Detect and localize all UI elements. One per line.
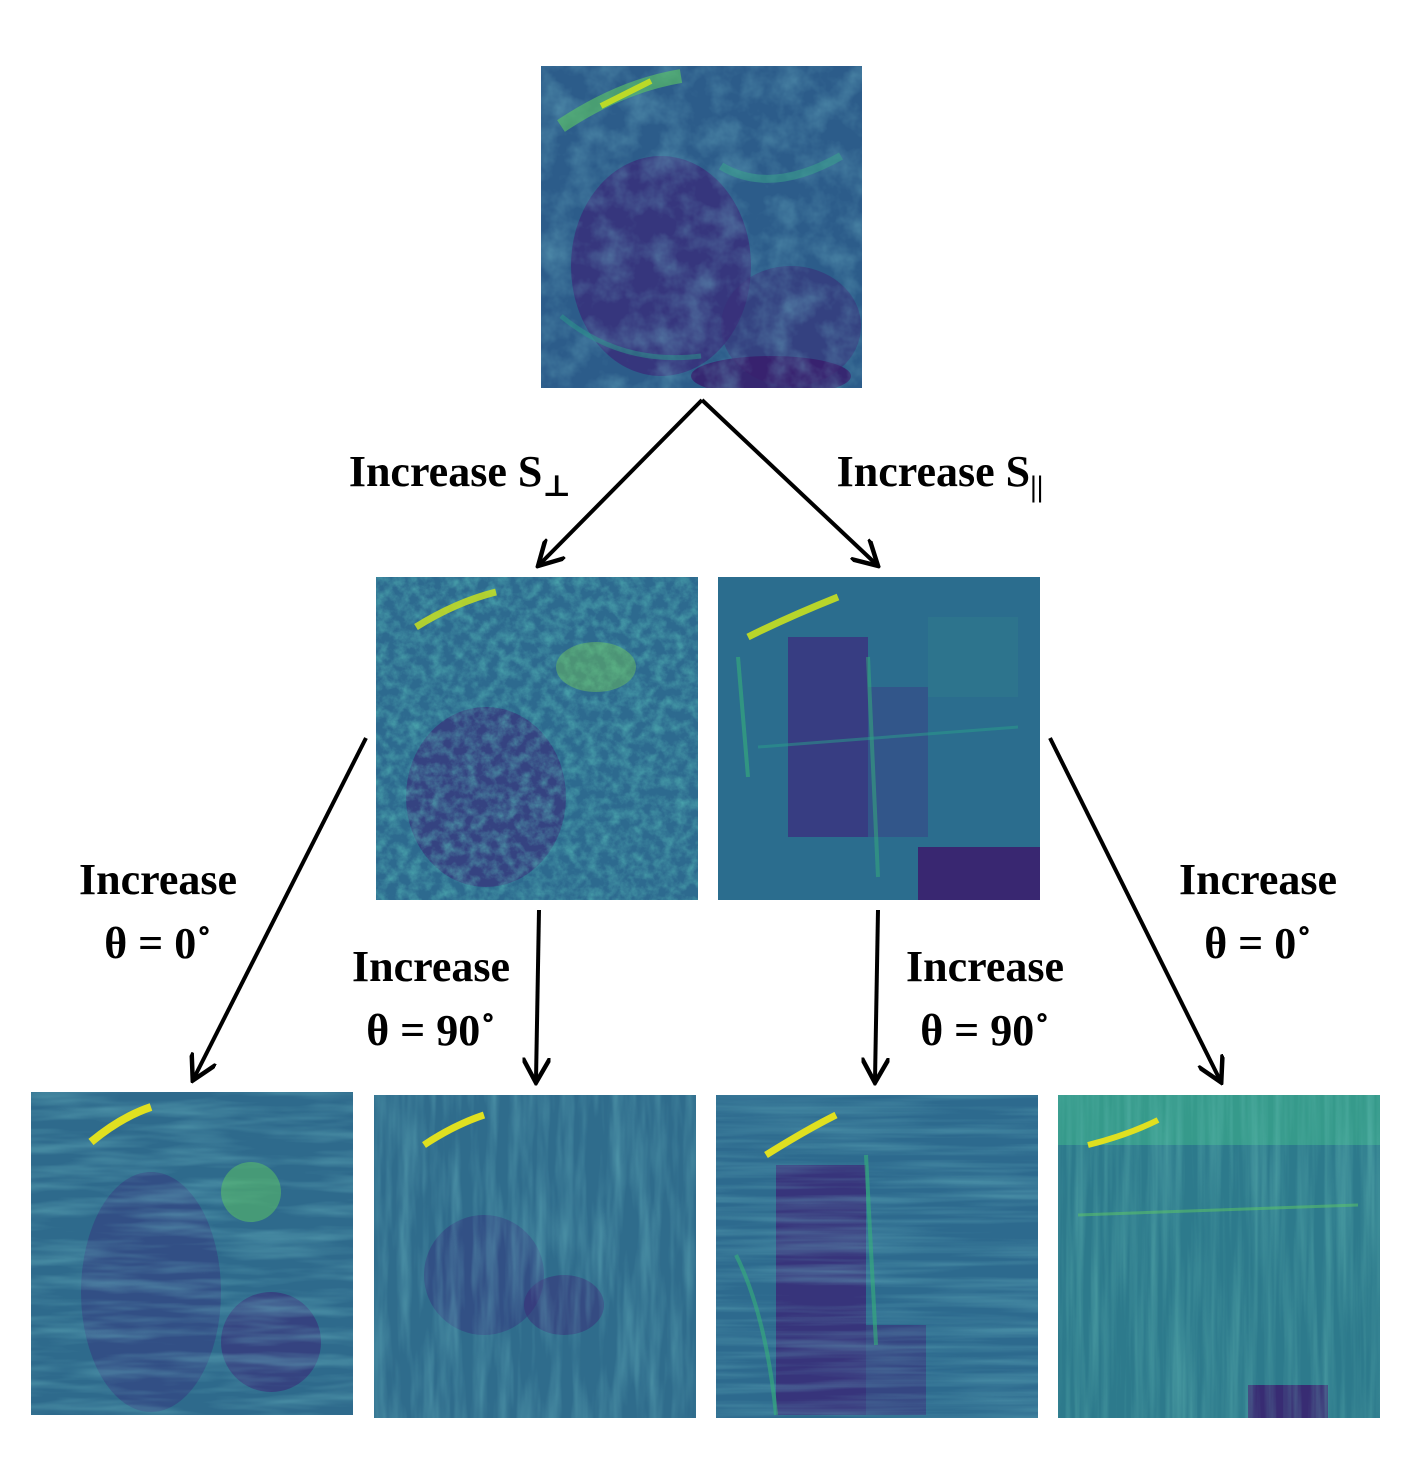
label-left-theta0: Increase θ = 0∘ [58, 848, 258, 976]
s-perp-map-image [376, 577, 698, 900]
label-increase-s-par: Increase S|| [820, 440, 1060, 504]
arrow-to-s-par-theta90 [875, 909, 878, 1080]
label-increase-s-perp-sub: ⊥ [542, 470, 572, 503]
original-map [541, 66, 862, 388]
arrow-to-s-perp-theta0 [194, 737, 368, 1078]
s-perp-theta0-map [31, 1092, 353, 1415]
label-right-theta0-line2-wrap: θ = 0∘ [1158, 912, 1358, 976]
arrow-to-s-perp [540, 398, 704, 564]
label-increase-s-perp-word: Increase S [348, 447, 543, 496]
s-par-theta0-map-image [1058, 1095, 1380, 1418]
s-par-theta0-map [1058, 1095, 1380, 1418]
s-perp-theta90-map-image [374, 1095, 696, 1418]
label-right-theta90-sup: ∘ [1034, 1001, 1050, 1034]
label-increase-s-par-sub: || [1030, 470, 1044, 503]
label-right-theta90-line2-wrap: θ = 90∘ [885, 999, 1085, 1063]
label-right-theta90-line2: θ = 90 [920, 1006, 1035, 1055]
original-map-image [541, 66, 862, 388]
label-right-theta0-line1: Increase [1178, 855, 1338, 904]
s-perp-map [376, 577, 698, 900]
arrow-to-s-par [700, 398, 876, 564]
label-right-theta0-sup: ∘ [1296, 914, 1312, 947]
s-perp-theta0-map-image [31, 1092, 353, 1415]
label-left-theta90-line2: θ = 90 [366, 1006, 481, 1055]
s-par-theta90-map [716, 1095, 1038, 1418]
label-left-theta0-line2: θ = 0 [104, 919, 197, 968]
label-left-theta0-line2-wrap: θ = 0∘ [58, 912, 258, 976]
arrow-to-s-perp-theta90 [536, 909, 539, 1080]
s-par-map [718, 577, 1040, 900]
label-increase-s-perp: Increase S⊥ [340, 440, 580, 504]
arrow-to-s-par-theta0 [1048, 737, 1220, 1080]
label-right-theta90-line1: Increase [905, 942, 1065, 991]
s-par-map-image [718, 577, 1040, 900]
label-right-theta0: Increase θ = 0∘ [1158, 848, 1358, 976]
label-left-theta90: Increase θ = 90∘ [331, 935, 531, 1063]
label-increase-s-par-word: Increase S [836, 447, 1031, 496]
s-perp-theta90-map [374, 1095, 696, 1418]
label-right-theta0-line2: θ = 0 [1204, 919, 1297, 968]
label-left-theta0-line1: Increase [78, 855, 238, 904]
label-left-theta0-sup: ∘ [196, 914, 212, 947]
label-left-theta90-sup: ∘ [480, 1001, 496, 1034]
label-left-theta90-line2-wrap: θ = 90∘ [331, 999, 531, 1063]
label-right-theta90: Increase θ = 90∘ [885, 935, 1085, 1063]
label-left-theta90-line1: Increase [351, 942, 511, 991]
s-par-theta90-map-image [716, 1095, 1038, 1418]
